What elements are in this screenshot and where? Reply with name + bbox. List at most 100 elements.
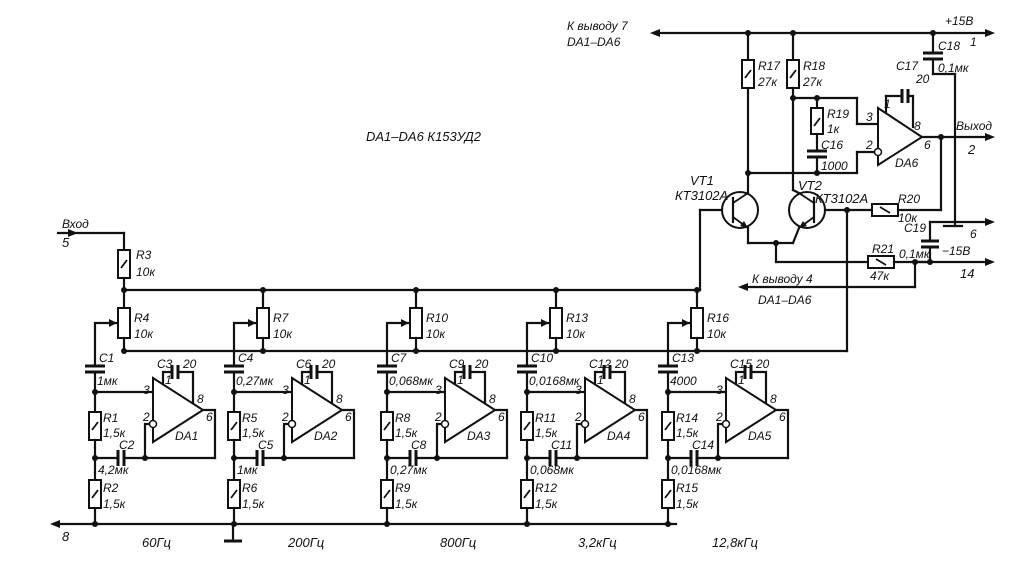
junction <box>553 348 559 354</box>
ccomp-value: 20 <box>614 357 629 371</box>
potentiometer-r7 <box>256 307 270 339</box>
opamp-ref: DA2 <box>314 429 338 443</box>
pot-value: 10к <box>566 327 586 341</box>
input-label: Вход <box>62 217 89 231</box>
r20-value: 10к <box>898 211 918 225</box>
cin-ref: C7 <box>391 351 408 365</box>
pin-8: 8 <box>197 392 204 406</box>
pin-2: 2 <box>142 410 150 424</box>
rb-ref: R2 <box>103 481 119 495</box>
inverting-input-icon <box>287 419 297 429</box>
ccomp-value: 20 <box>182 357 197 371</box>
pot-value: 10к <box>707 327 727 341</box>
inverting-input-icon <box>440 419 450 429</box>
c16-value: 1000 <box>821 159 848 173</box>
to-pin7-label-1: К выводу 7 <box>567 19 629 33</box>
pin-1: 1 <box>597 373 604 387</box>
junction <box>384 521 390 527</box>
cfb-ref: C14 <box>692 438 714 452</box>
pin-6: 6 <box>779 410 786 424</box>
cin-value: 4000 <box>670 374 697 388</box>
pin-8: 8 <box>489 392 496 406</box>
band-frequency-label: 800Гц <box>440 535 476 550</box>
junction <box>413 287 419 293</box>
r20-ref: R20 <box>898 192 920 206</box>
r21-ref: R21 <box>872 242 894 256</box>
da6-ref: DA6 <box>895 156 919 170</box>
opamp-da5 <box>725 376 778 444</box>
opamp-da2 <box>291 376 344 444</box>
wiper-arrow-icon <box>682 319 690 327</box>
junction <box>121 348 127 354</box>
pot-value: 10к <box>426 327 446 341</box>
junction <box>665 521 671 527</box>
band-frequency-label: 60Гц <box>142 535 171 550</box>
rb-value: 1,5к <box>395 497 419 511</box>
rb-ref: R15 <box>676 481 698 495</box>
transistor-vt1: VT1 КТ3102А <box>675 171 759 245</box>
ra-value: 1,5к <box>535 426 559 440</box>
rb-value: 1,5к <box>103 497 127 511</box>
r18-value: 27к <box>802 75 823 89</box>
r19-ref: R19 <box>827 107 849 121</box>
rb-value: 1,5к <box>535 497 559 511</box>
ra-ref: R8 <box>395 411 411 425</box>
junction <box>413 348 419 354</box>
pin-1: 1 <box>165 373 172 387</box>
ccomp-value: 20 <box>321 357 336 371</box>
cfb-ref: C11 <box>551 438 572 452</box>
capacitor-c19: C19 0,1мк −15В 14 <box>899 220 995 281</box>
ra-value: 1,5к <box>395 426 419 440</box>
da6-pin3: 3 <box>866 110 873 124</box>
ground-pin-6: 6 <box>970 227 977 241</box>
ccomp-ref: C15 <box>730 357 752 371</box>
pin-3: 3 <box>435 383 442 397</box>
pin-2: 2 <box>574 410 582 424</box>
junction <box>553 287 559 293</box>
opamp-ref: DA3 <box>467 429 491 443</box>
cfb-value: 1мк <box>237 463 259 477</box>
pin-8: 8 <box>629 392 636 406</box>
pin-6: 6 <box>498 410 505 424</box>
r18-ref: R18 <box>803 59 825 73</box>
r3-value: 10к <box>136 265 156 279</box>
rb-ref: R9 <box>395 481 411 495</box>
da6-pin6: 6 <box>924 138 931 152</box>
junction <box>260 348 266 354</box>
ground-pin-8: 8 <box>62 529 70 544</box>
junction <box>524 521 530 527</box>
rb-ref: R6 <box>242 481 258 495</box>
junction <box>231 521 237 527</box>
pot-ref: R13 <box>566 311 588 325</box>
opamp-da3 <box>444 376 497 444</box>
cin-value: 0,0168мк <box>529 374 581 388</box>
ccomp-ref: C3 <box>157 357 173 371</box>
cin-ref: C1 <box>99 351 114 365</box>
cin-value: 0,068мк <box>389 374 434 388</box>
resistor-r21: R21 47к К выводу 4 DA1–DA6 <box>738 241 932 307</box>
r21-value: 47к <box>870 269 890 283</box>
band-section-5: R1610кC134000R141,5кC140,0168мкR151,5кC1… <box>658 287 790 550</box>
pin-8: 8 <box>770 392 777 406</box>
pin-6: 6 <box>206 410 213 424</box>
wiper-arrow-icon <box>541 319 549 327</box>
pin-3: 3 <box>716 383 723 397</box>
ra-ref: R11 <box>535 411 556 425</box>
cfb-value: 4,2мк <box>98 463 130 477</box>
pot-ref: R7 <box>273 311 290 325</box>
cfb-value: 0,27мк <box>390 463 429 477</box>
output-label: Выход <box>956 119 992 133</box>
opamp-ref: DA4 <box>607 429 631 443</box>
r17-value: 27к <box>757 75 778 89</box>
cin-ref: C4 <box>238 351 254 365</box>
rb-ref: R12 <box>535 481 557 495</box>
cfb-ref: C8 <box>411 438 427 452</box>
cfb-ref: C2 <box>119 438 135 452</box>
output-pin: 2 <box>967 142 976 157</box>
cfb-ref: C5 <box>258 438 274 452</box>
vt2-ref: VT2 <box>798 178 823 193</box>
ccomp-value: 20 <box>755 357 770 371</box>
cfb-value: 0,0168мк <box>671 463 723 477</box>
